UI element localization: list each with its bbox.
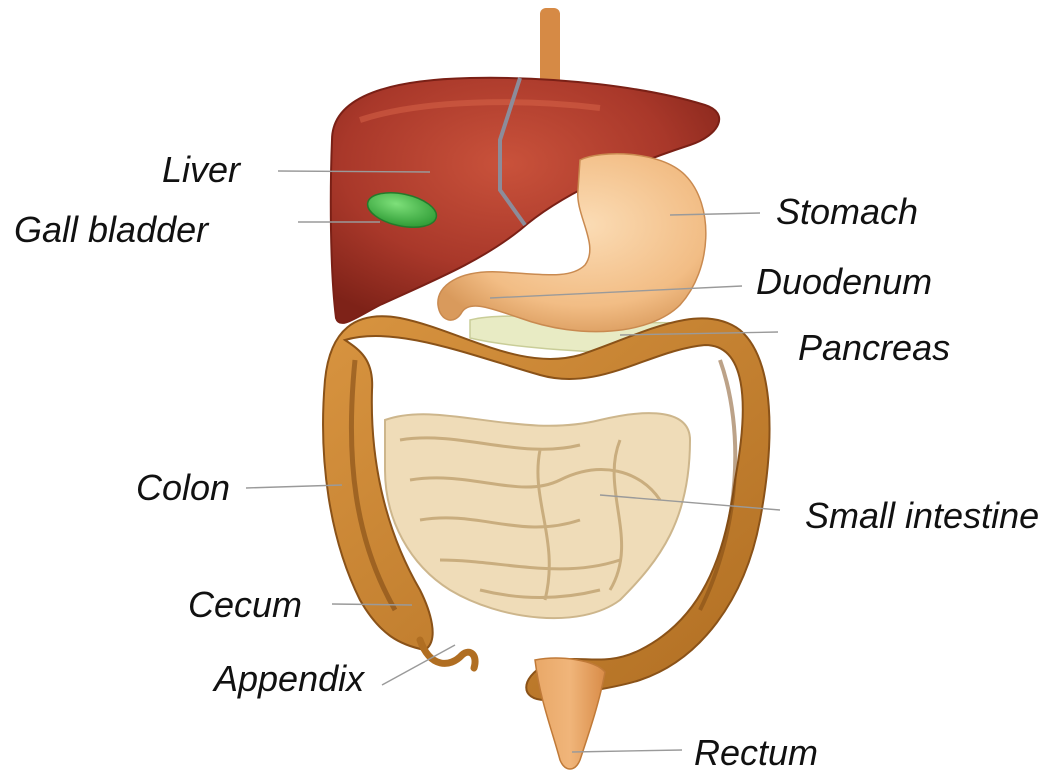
label-pancreas: Pancreas xyxy=(798,328,950,368)
leader-rectum xyxy=(572,750,682,752)
rectum-shape xyxy=(535,658,605,769)
label-liver: Liver xyxy=(162,150,240,190)
leader-cecum xyxy=(332,604,412,605)
label-small-intestine: Small intestine xyxy=(805,496,1039,536)
label-appendix: Appendix xyxy=(214,659,364,699)
label-gall-bladder: Gall bladder xyxy=(14,210,208,250)
leader-liver xyxy=(278,171,430,172)
small-intestine-shape xyxy=(385,413,690,618)
label-duodenum: Duodenum xyxy=(756,262,932,302)
label-rectum: Rectum xyxy=(694,733,818,773)
label-stomach: Stomach xyxy=(776,192,918,232)
label-colon: Colon xyxy=(136,468,230,508)
label-cecum: Cecum xyxy=(188,585,302,625)
